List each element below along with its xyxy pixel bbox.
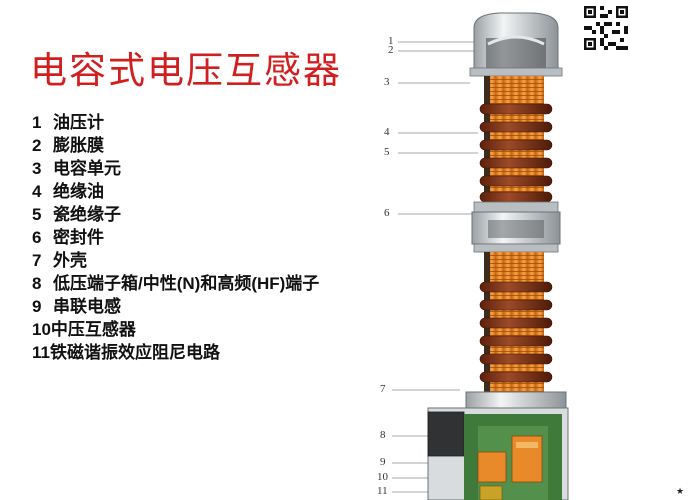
qr-code <box>584 6 628 50</box>
expansion-diaphragm <box>487 35 545 46</box>
callout-6: 6 <box>384 207 390 219</box>
terminal-box <box>427 411 465 457</box>
legend-list: 1 油压计 2 膨胀膜 3 电容单元 4 绝缘油 5 瓷绝缘子 6 密封件 7 外壳 8 低压端… <box>32 111 319 364</box>
legend-label: 膨胀膜 <box>53 136 104 155</box>
damping-circuit <box>479 485 503 500</box>
middle-flange-top <box>473 201 559 213</box>
legend-number: 3 <box>32 159 42 178</box>
legend-item: 6 密封件 <box>32 226 319 249</box>
legend-number: 7 <box>32 251 42 270</box>
legend-label: 油压计 <box>53 113 104 132</box>
legend-number: 9 <box>32 297 42 316</box>
lower-porcelain-sheds <box>479 281 553 383</box>
legend-number: 5 <box>32 205 42 224</box>
legend-number: 8 <box>32 274 42 293</box>
legend-label: 中压互感器 <box>50 320 136 339</box>
legend-item: 3 电容单元 <box>32 157 319 180</box>
legend-item: 7 外壳 <box>32 249 319 272</box>
upper-porcelain-sheds <box>479 103 553 203</box>
legend-item: 4 绝缘油 <box>32 180 319 203</box>
top-cap-inner <box>486 38 546 68</box>
legend-item: 9 串联电感 <box>32 295 319 318</box>
legend-label: 绝缘油 <box>53 182 104 201</box>
page-title: 电容式电压互感器 <box>30 51 342 92</box>
callout-9: 9 <box>380 456 386 468</box>
callout-3: 3 <box>384 76 390 88</box>
callout-8: 8 <box>380 429 386 441</box>
legend-label: 低压端子箱/中性(N)和高频(HF)端子 <box>53 274 320 293</box>
legend-item: 8 低压端子箱/中性(N)和高频(HF)端子 <box>32 272 319 295</box>
top-flange <box>469 67 563 77</box>
callout-2: 2 <box>388 44 394 56</box>
base-flange <box>465 391 567 409</box>
callout-1: 1 <box>388 35 394 47</box>
legend-label: 铁磁谐振效应阻尼电路 <box>49 343 220 362</box>
legend-item: 1 油压计 <box>32 111 319 134</box>
callout-10: 10 <box>377 471 388 483</box>
legend-number: 1 <box>32 113 42 132</box>
legend-label: 瓷绝缘子 <box>53 205 121 224</box>
legend-label: 外壳 <box>53 251 87 270</box>
legend-label: 密封件 <box>53 228 104 247</box>
legend-item: 5 瓷绝缘子 <box>32 203 319 226</box>
callout-4: 4 <box>384 126 390 138</box>
series-inductor <box>477 451 507 483</box>
legend-number: 2 <box>32 136 42 155</box>
middle-flange-bottom <box>473 243 559 253</box>
callout-5: 5 <box>384 146 390 158</box>
legend-number: 4 <box>32 182 42 201</box>
oil-gauge-mark <box>516 442 538 448</box>
callout-7: 7 <box>380 383 386 395</box>
middle-joint-inner <box>488 220 544 238</box>
callout-11: 11 <box>377 485 388 497</box>
legend-item: 11铁磁谐振效应阻尼电路 <box>32 341 319 364</box>
legend-item: 2 膨胀膜 <box>32 134 319 157</box>
legend-number: 6 <box>32 228 42 247</box>
legend-number: 11 <box>32 343 50 362</box>
legend-number: 10 <box>32 320 51 339</box>
star-mark: ★ <box>676 487 685 497</box>
legend-label: 串联电感 <box>53 297 121 316</box>
legend-item: 10中压互感器 <box>32 318 319 341</box>
legend-label: 电容单元 <box>53 159 121 178</box>
